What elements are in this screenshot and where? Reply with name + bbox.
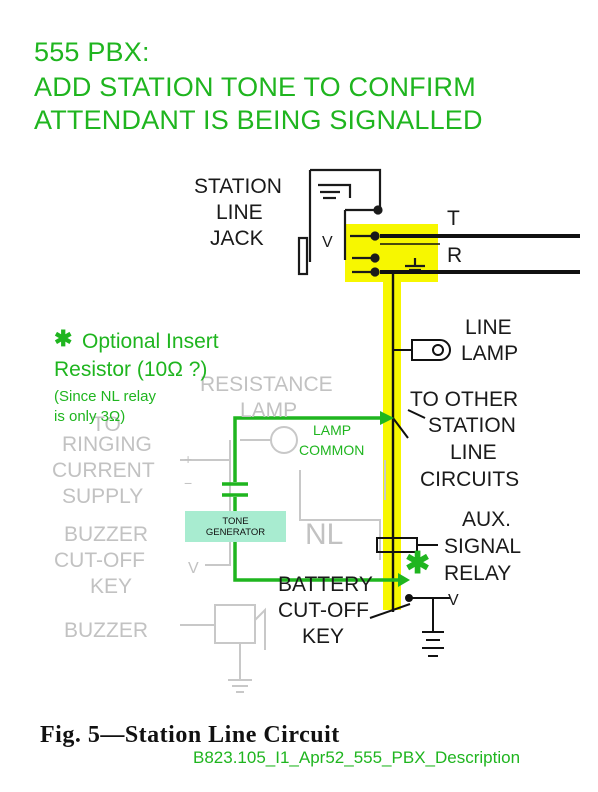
label-buzzer-3: KEY [90,575,133,598]
annotation-since-1: (Since NL relay [54,388,156,405]
headline-line-1: 555 PBX: [34,37,150,67]
lamp-common-1: LAMP [313,422,352,438]
line-lamp [393,339,451,361]
battery-cutoff-key [369,594,450,657]
figure-caption: Fig. 5—Station Line Circuit [40,722,340,748]
label-buzzer-1: BUZZER [64,523,148,546]
arrow-to-relay [398,573,410,587]
tone-generator-label-2: GENERATOR [205,526,266,538]
headline-line-2: ADD STATION TONE TO CONFIRM [34,72,476,102]
label-key: KEY [302,625,345,648]
label-other-4: CIRCUITS [420,468,520,491]
lamp-common-2: COMMON [299,442,365,458]
station-line-jack [297,168,425,277]
label-buzzer-2: CUT-OFF [54,549,145,572]
label-supply: SUPPLY [62,485,144,508]
tone-circuit [233,416,405,582]
label-to: TO [92,413,121,436]
label-ring: R [447,244,463,267]
label-aux-3: RELAY [444,562,512,585]
label-aux-2: SIGNAL [444,535,522,558]
annotation-optional-1: Optional Insert [82,330,219,353]
label-key-v: V [448,592,459,609]
label-tip: T [447,207,460,230]
label-line-lamp-1: LINE [465,316,512,339]
headline-line-3: ATTENDANT IS BEING SIGNALLED [34,105,483,135]
arrow-to-lamp-common [380,411,394,425]
label-other-1: TO OTHER [410,388,519,411]
label-nl: NL [305,518,344,551]
other-circuits-arrow [392,409,426,439]
label-battery: BATTERY [278,573,373,596]
label-cutoff: CUT-OFF [278,599,369,622]
tone-generator-box: TONE GENERATOR [185,511,286,542]
label-other-2: STATION [428,414,516,437]
asterisk-marker: ✱ [54,326,73,351]
label-resistance-lamp: LAMP [240,399,298,422]
annotation-optional-2: Resistor (10Ω ?) [54,358,208,381]
document-reference: B823.105_I1_Apr52_555_PBX_Description [193,748,521,767]
label-jack-v: V [322,234,333,251]
label-other-3: LINE [450,441,497,464]
label-minus: − [184,475,193,491]
label-current: CURRENT [52,459,155,482]
label-line: LINE [216,201,263,224]
label-aux-1: AUX. [462,508,512,531]
aux-signal-relay [376,537,438,570]
label-buzzer: BUZZER [64,619,148,642]
label-jack: JACK [210,227,264,250]
label-ringing: RINGING [62,433,152,456]
asterisk-relay-marker: ✱ [405,547,431,580]
label-plus: + [184,451,193,467]
label-station: STATION [194,175,282,198]
label-line-lamp-2: LAMP [461,342,519,365]
label-resistance: RESISTANCE [200,373,333,396]
tone-generator-label-1: TONE [222,515,249,527]
annotation-since-2: is only 3Ω) [54,408,126,425]
faded-circuit [180,426,386,693]
label-grey-v: V [188,560,199,577]
